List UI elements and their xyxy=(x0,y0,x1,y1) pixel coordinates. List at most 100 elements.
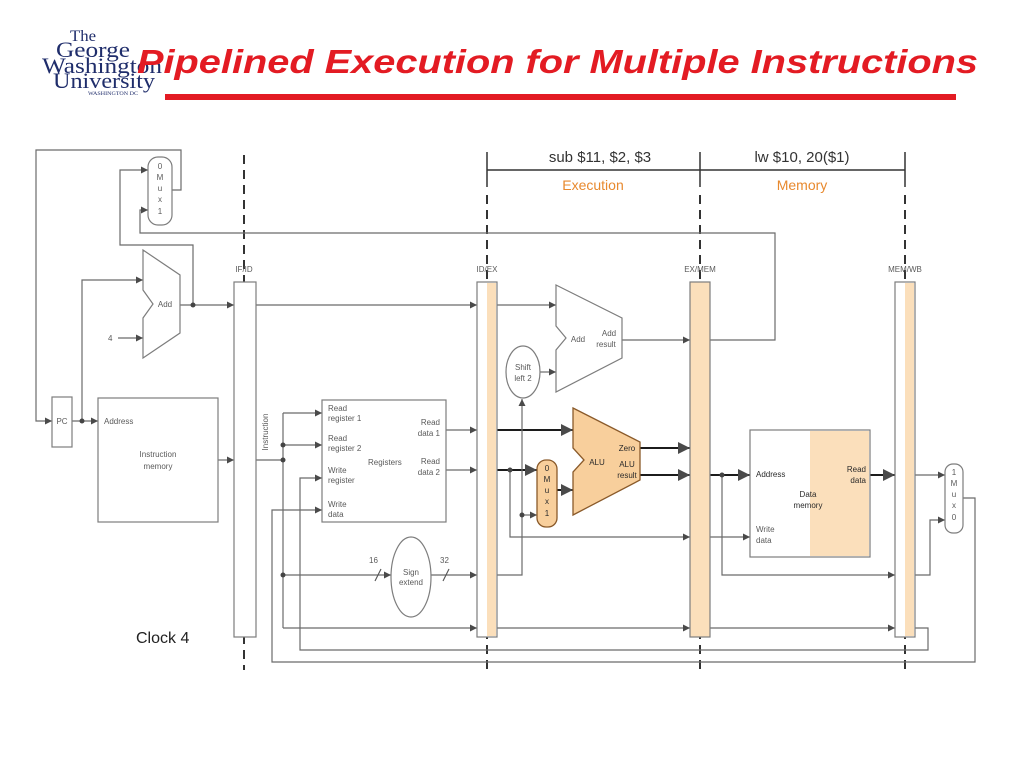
read-register-1-label: register 1 xyxy=(328,414,362,423)
sign-extend-unit: Sign extend 16 32 xyxy=(369,536,449,618)
wires xyxy=(35,149,976,663)
alu-mux-letter: 1 xyxy=(545,509,550,518)
mem-stage-label: Memory xyxy=(777,177,828,193)
wb-mux-letter: x xyxy=(952,501,956,510)
read-register-1-label: Read xyxy=(328,404,347,413)
pc-mux-letter: x xyxy=(158,195,162,204)
read-data-1-label: data 1 xyxy=(418,429,441,438)
constant-four: 4 xyxy=(108,334,113,343)
read-data-2-label: Read xyxy=(421,457,440,466)
sign-extend-body xyxy=(390,536,432,618)
data-memory-name: Data xyxy=(800,490,817,499)
data-memory-name: memory xyxy=(794,501,823,510)
wire-exmem-alu-bypass xyxy=(721,475,895,579)
junction-instr-rr2 xyxy=(280,442,286,448)
pipeline-register-id-ex: ID/EX xyxy=(476,265,499,638)
branch-adder-body xyxy=(555,284,623,393)
alu-zero-label: Zero xyxy=(619,444,636,453)
alu-mux-letter: u xyxy=(545,486,549,495)
pc-mux-letter: u xyxy=(158,184,162,193)
stage-bracket xyxy=(486,152,906,187)
pc-adder-body xyxy=(142,248,181,360)
pc-register: PC xyxy=(51,396,73,448)
read-register-2-label: Read xyxy=(328,434,347,443)
pc-label: PC xyxy=(56,417,67,426)
id-ex-label: ID/EX xyxy=(477,265,499,274)
logo-line-george: George xyxy=(56,37,130,62)
alu-mux-letter: M xyxy=(544,475,551,484)
alu-mux-letter: x xyxy=(545,497,549,506)
ex-mem-register-body xyxy=(689,281,711,638)
ex-stage-label: Execution xyxy=(562,177,623,193)
shift-left-2-unit: Shift left 2 xyxy=(505,345,541,399)
pc-adder-label: Add xyxy=(158,300,172,309)
read-data-1-label: Read xyxy=(421,418,440,427)
pc-mux-body xyxy=(147,156,173,226)
mem-wb-label: MEM/WB xyxy=(888,265,922,274)
ex-mem-label: EX/MEM xyxy=(684,265,716,274)
slide-title: Pipelined Execution for Multiple Instruc… xyxy=(137,43,978,80)
pc-mux: 0 M u x 1 xyxy=(147,156,173,226)
junction-pc4 xyxy=(190,302,196,308)
pc-mux-letter: 1 xyxy=(158,207,163,216)
logo-line-university: University xyxy=(53,68,155,93)
wb-mux-letter: 0 xyxy=(952,513,957,522)
instruction-field-label: Instruction xyxy=(261,414,270,451)
alu-label: ALU xyxy=(589,458,605,467)
junction-instr-in xyxy=(280,457,286,463)
data-memory-read-data-label: Read xyxy=(847,465,866,474)
wire-memwb-alu-to-wb-mux xyxy=(915,516,945,576)
title-underline xyxy=(165,94,956,100)
junction-rd2 xyxy=(507,467,513,473)
alu-result-label: result xyxy=(617,471,637,480)
wb-mux-body xyxy=(944,463,964,534)
wb-mux-letter: M xyxy=(951,479,958,488)
pipeline-register-if-id: IF/ID xyxy=(233,265,257,638)
if-id-register-body xyxy=(233,281,257,638)
alu-result-label: ALU xyxy=(619,460,635,469)
mem-instruction-label: lw $10, 20($1) xyxy=(754,149,849,166)
alu-source-mux: 0 M u x 1 xyxy=(536,459,558,528)
wire-idex-imm-to-shift xyxy=(497,399,526,576)
register-file-body xyxy=(321,399,447,523)
if-id-label: IF/ID xyxy=(235,265,253,274)
alu-mux-letter: 0 xyxy=(545,464,550,473)
shift-left-2-label: Shift xyxy=(515,363,532,372)
sign-extend-label: Sign xyxy=(403,568,419,577)
logo-line-washington-dc: WASHINGTON DC xyxy=(88,92,139,97)
register-file: Read register 1 Read register 2 Write re… xyxy=(321,399,447,523)
sign-extend-output-width: 32 xyxy=(440,556,449,565)
alu: ALU Zero ALU result xyxy=(572,406,641,517)
pc-mux-letter: M xyxy=(157,173,164,182)
instruction-memory-name: memory xyxy=(144,462,173,471)
wb-mux-letter: u xyxy=(952,490,956,499)
write-data-label: Write xyxy=(328,500,347,509)
data-memory-highlight xyxy=(810,431,869,556)
branch-adder-result-label: result xyxy=(596,340,616,349)
write-data-label: data xyxy=(328,510,344,519)
read-register-2-label: register 2 xyxy=(328,444,362,453)
instruction-memory-body xyxy=(97,397,219,523)
wire-write-register xyxy=(299,474,929,651)
write-register-label: register xyxy=(328,476,355,485)
registers-name: Registers xyxy=(368,458,402,467)
wire-write-data xyxy=(271,497,976,663)
data-memory: Address Read data Data memory Write data xyxy=(749,429,871,558)
instruction-memory-address-label: Address xyxy=(104,417,133,426)
wire-rd2-to-exmem xyxy=(509,470,690,541)
data-memory-write-data-label: data xyxy=(756,536,772,545)
junction-pc xyxy=(79,418,85,424)
shift-left-2-label: left 2 xyxy=(514,374,532,383)
width-slash-16 xyxy=(374,568,382,582)
junction-alu-result xyxy=(719,472,725,478)
sign-extend-input-width: 16 xyxy=(369,556,378,565)
instruction-memory-name: Instruction xyxy=(140,450,177,459)
wire-branch-target-to-mux xyxy=(139,206,776,341)
data-memory-read-data-label: data xyxy=(850,476,866,485)
data-memory-address-label: Address xyxy=(756,470,785,479)
wb-mux-letter: 1 xyxy=(952,468,957,477)
branch-adder-result-label: Add xyxy=(602,329,616,338)
wire-pc4-to-mux xyxy=(119,166,194,305)
